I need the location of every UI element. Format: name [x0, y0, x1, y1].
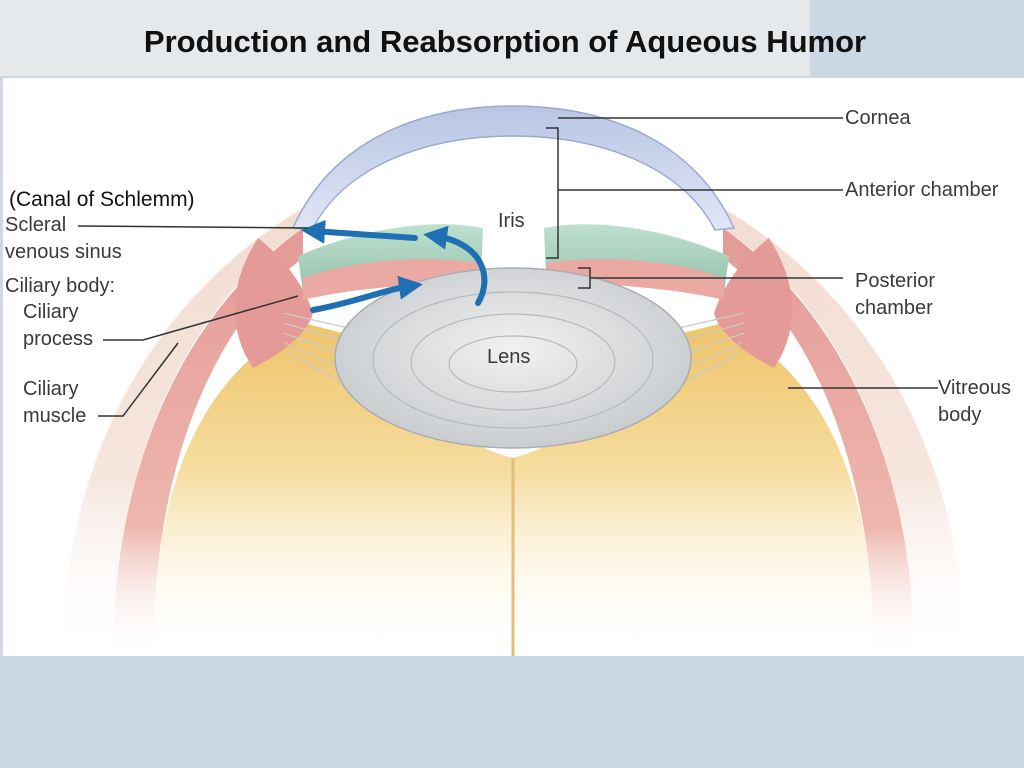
eye-illustration — [63, 105, 964, 656]
label-vitreous-body-line2: body — [938, 404, 982, 426]
lens — [334, 267, 692, 449]
eye-diagram: Cornea Anterior chamber (Canal of Schlem… — [3, 78, 1024, 656]
label-lens: Lens — [487, 346, 531, 368]
label-ciliary-muscle-line1: Ciliary — [23, 378, 79, 400]
label-posterior-chamber-line2: chamber — [855, 297, 933, 319]
label-scleral: Scleral — [5, 214, 67, 236]
zonular-fibers — [282, 312, 745, 384]
title-bar — [0, 0, 810, 76]
label-posterior-chamber-line1: Posterior — [855, 270, 936, 292]
label-iris: Iris — [498, 210, 525, 232]
label-ciliary-muscle-line2: muscle — [23, 405, 87, 427]
label-ciliary-body: Ciliary body: — [5, 275, 116, 297]
label-venous-sinus: venous sinus — [5, 241, 122, 263]
label-canal-of-schlemm: (Canal of Schlemm) — [9, 188, 195, 211]
label-ciliary-process-line2: process — [23, 328, 94, 350]
lens-rings — [372, 291, 654, 429]
label-vitreous-body-line1: Vitreous — [938, 377, 1012, 399]
label-ciliary-process-line1: Ciliary — [23, 301, 79, 323]
aqueous-flow-arrows — [301, 219, 488, 313]
page-title: Production and Reabsorption of Aqueous H… — [143, 24, 867, 59]
cornea — [291, 105, 736, 231]
label-cornea: Cornea — [845, 107, 911, 129]
ciliary-body-right — [714, 238, 793, 368]
iris-pink-left — [303, 258, 481, 300]
leader-lines — [77, 117, 938, 417]
label-anterior-chamber: Anterior chamber — [845, 179, 999, 201]
